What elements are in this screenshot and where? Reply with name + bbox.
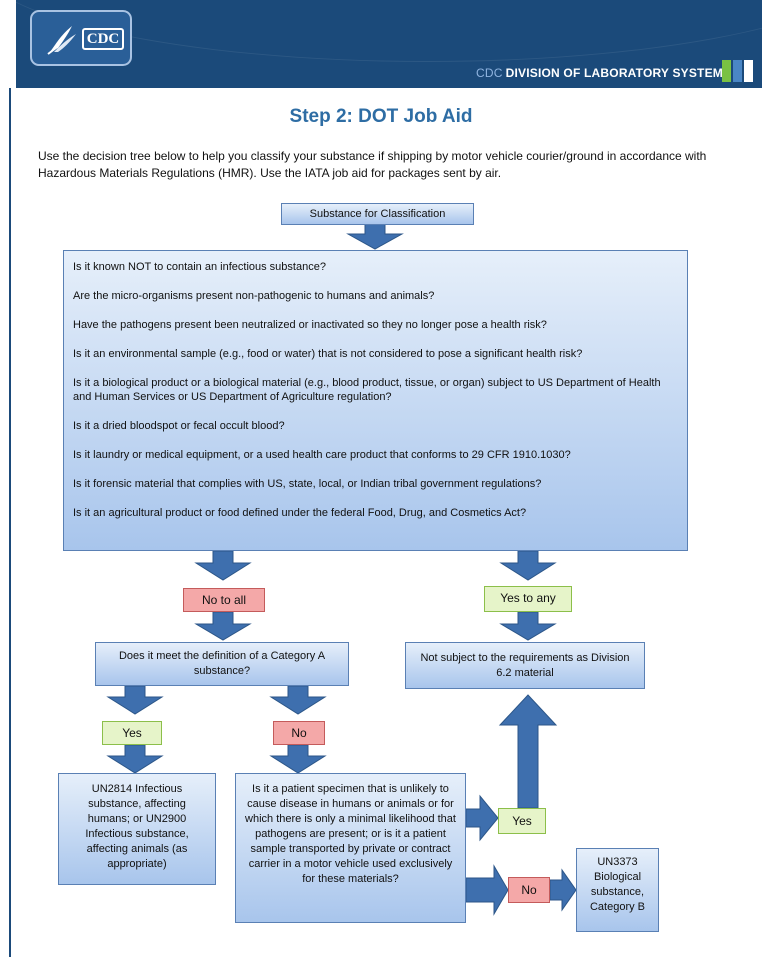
question-item: Is it a dried bloodspot or fecal occult …: [73, 420, 285, 432]
question-item: Is it laundry or medical equipment, or a…: [73, 449, 571, 461]
arrow-start-down: [346, 223, 404, 250]
patient-question-text: Is it a patient specimen that is unlikel…: [245, 783, 456, 885]
blue-bar: [733, 60, 742, 82]
no-label: No: [273, 721, 325, 745]
un2814-box: UN2814 Infectious substance, affecting h…: [58, 773, 216, 885]
question-item: Have the pathogens present been neutrali…: [73, 319, 547, 331]
question-item: Are the micro-organisms present non-path…: [73, 290, 435, 302]
arrow-questions-left-down: [194, 550, 252, 581]
yes-label-2: Yes: [498, 808, 546, 834]
white-bar: [744, 60, 753, 82]
not-subject-box: Not subject to the requirements as Divis…: [405, 642, 645, 689]
question-item: Is it a biological product or a biologic…: [73, 377, 661, 403]
page-title: Step 2: DOT Job Aid: [289, 106, 473, 127]
arrow-no-to-un3373: [549, 868, 577, 912]
header-decoration: [16, 0, 762, 62]
no-to-all-label: No to all: [183, 588, 265, 612]
patient-question-box: Is it a patient specimen that is unlikel…: [235, 773, 466, 923]
un2814-text: UN2814 Infectious substance, affecting h…: [85, 783, 189, 870]
arrow-cata-right-down: [269, 685, 327, 715]
start-label: Substance for Classification: [309, 208, 446, 220]
category-a-question: Does it meet the definition of a Categor…: [118, 650, 326, 677]
yes-to-any-label: Yes to any: [484, 586, 572, 612]
arrow-right-to-no: [465, 864, 509, 916]
un3373-text: UN3373 Biological substance, Category B: [589, 856, 646, 913]
arrow-yesany-down: [499, 611, 557, 641]
arrow-questions-right-down: [499, 550, 557, 581]
not-subject-text: Not subject to the requirements as Divis…: [420, 652, 630, 679]
arrow-right-to-yes: [465, 794, 499, 842]
arrow-up-to-not-subject: [498, 694, 558, 809]
arrow-cata-left-down: [106, 685, 164, 715]
question-item: Is it an environmental sample (e.g., foo…: [73, 348, 583, 360]
question-item: Is it forensic material that complies wi…: [73, 478, 542, 490]
un3373-box: UN3373 Biological substance, Category B: [576, 848, 659, 932]
arrow-yes-down: [106, 744, 164, 774]
cdc-logo[interactable]: CDC: [30, 10, 132, 66]
division-cdc-prefix: CDC: [476, 66, 503, 80]
cdc-logo-text: CDC: [82, 28, 124, 50]
question-item: Is it an agricultural product or food de…: [73, 507, 527, 519]
eagle-icon: [47, 26, 76, 55]
questions-box: Is it known NOT to contain an infectious…: [63, 250, 688, 551]
green-bar: [722, 60, 731, 82]
page-left-rule: [9, 88, 11, 957]
intro-paragraph: Use the decision tree below to help you …: [38, 149, 707, 180]
category-a-box: Does it meet the definition of a Categor…: [95, 642, 349, 686]
yes-label: Yes: [102, 721, 162, 745]
arrow-noall-down: [194, 611, 252, 641]
no-label-2: No: [508, 877, 550, 903]
question-item: Is it known NOT to contain an infectious…: [73, 261, 326, 273]
start-box: Substance for Classification: [281, 203, 474, 225]
arrow-no-down: [269, 744, 327, 774]
division-name: DIVISION OF LABORATORY SYSTEMS: [505, 66, 732, 80]
